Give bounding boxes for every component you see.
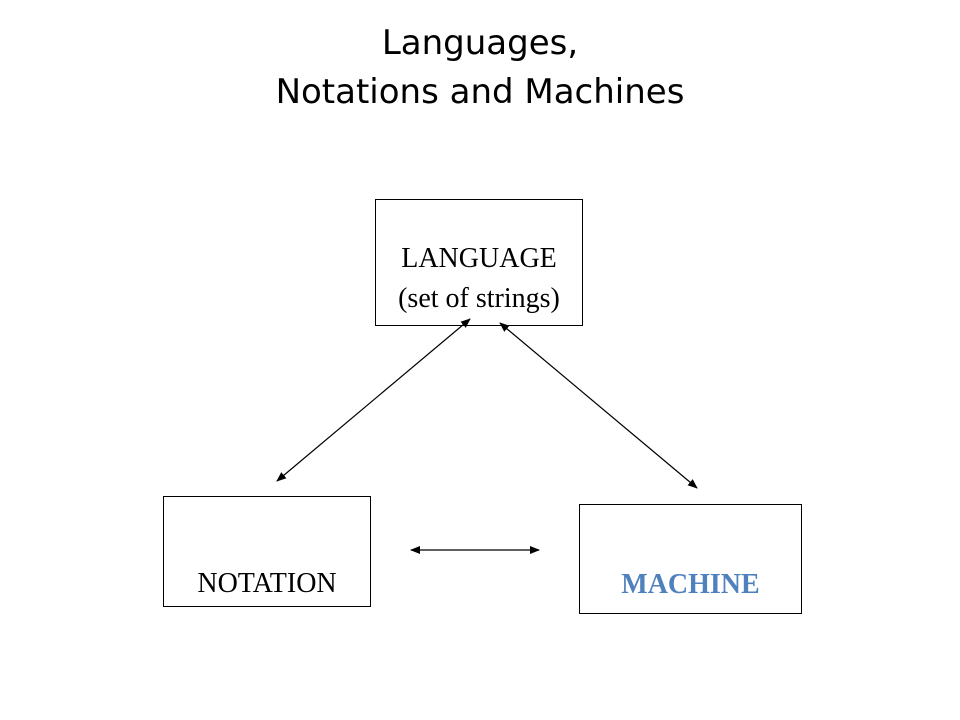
machine-label: MACHINE	[621, 569, 760, 600]
language-node: LANGUAGE (set of strings)	[375, 199, 583, 326]
language-label: LANGUAGE	[401, 243, 557, 274]
machine-node: MACHINE	[579, 504, 802, 614]
slide-title-line-2: Notations and Machines	[275, 72, 685, 112]
arrow-language-machine	[499, 322, 698, 489]
notation-node: NOTATION	[163, 496, 371, 607]
notation-label: NOTATION	[197, 568, 337, 599]
slide-title-line-1: Languages,	[381, 23, 579, 63]
arrow-language-notation	[276, 318, 471, 482]
language-sublabel: (set of strings)	[398, 283, 560, 314]
